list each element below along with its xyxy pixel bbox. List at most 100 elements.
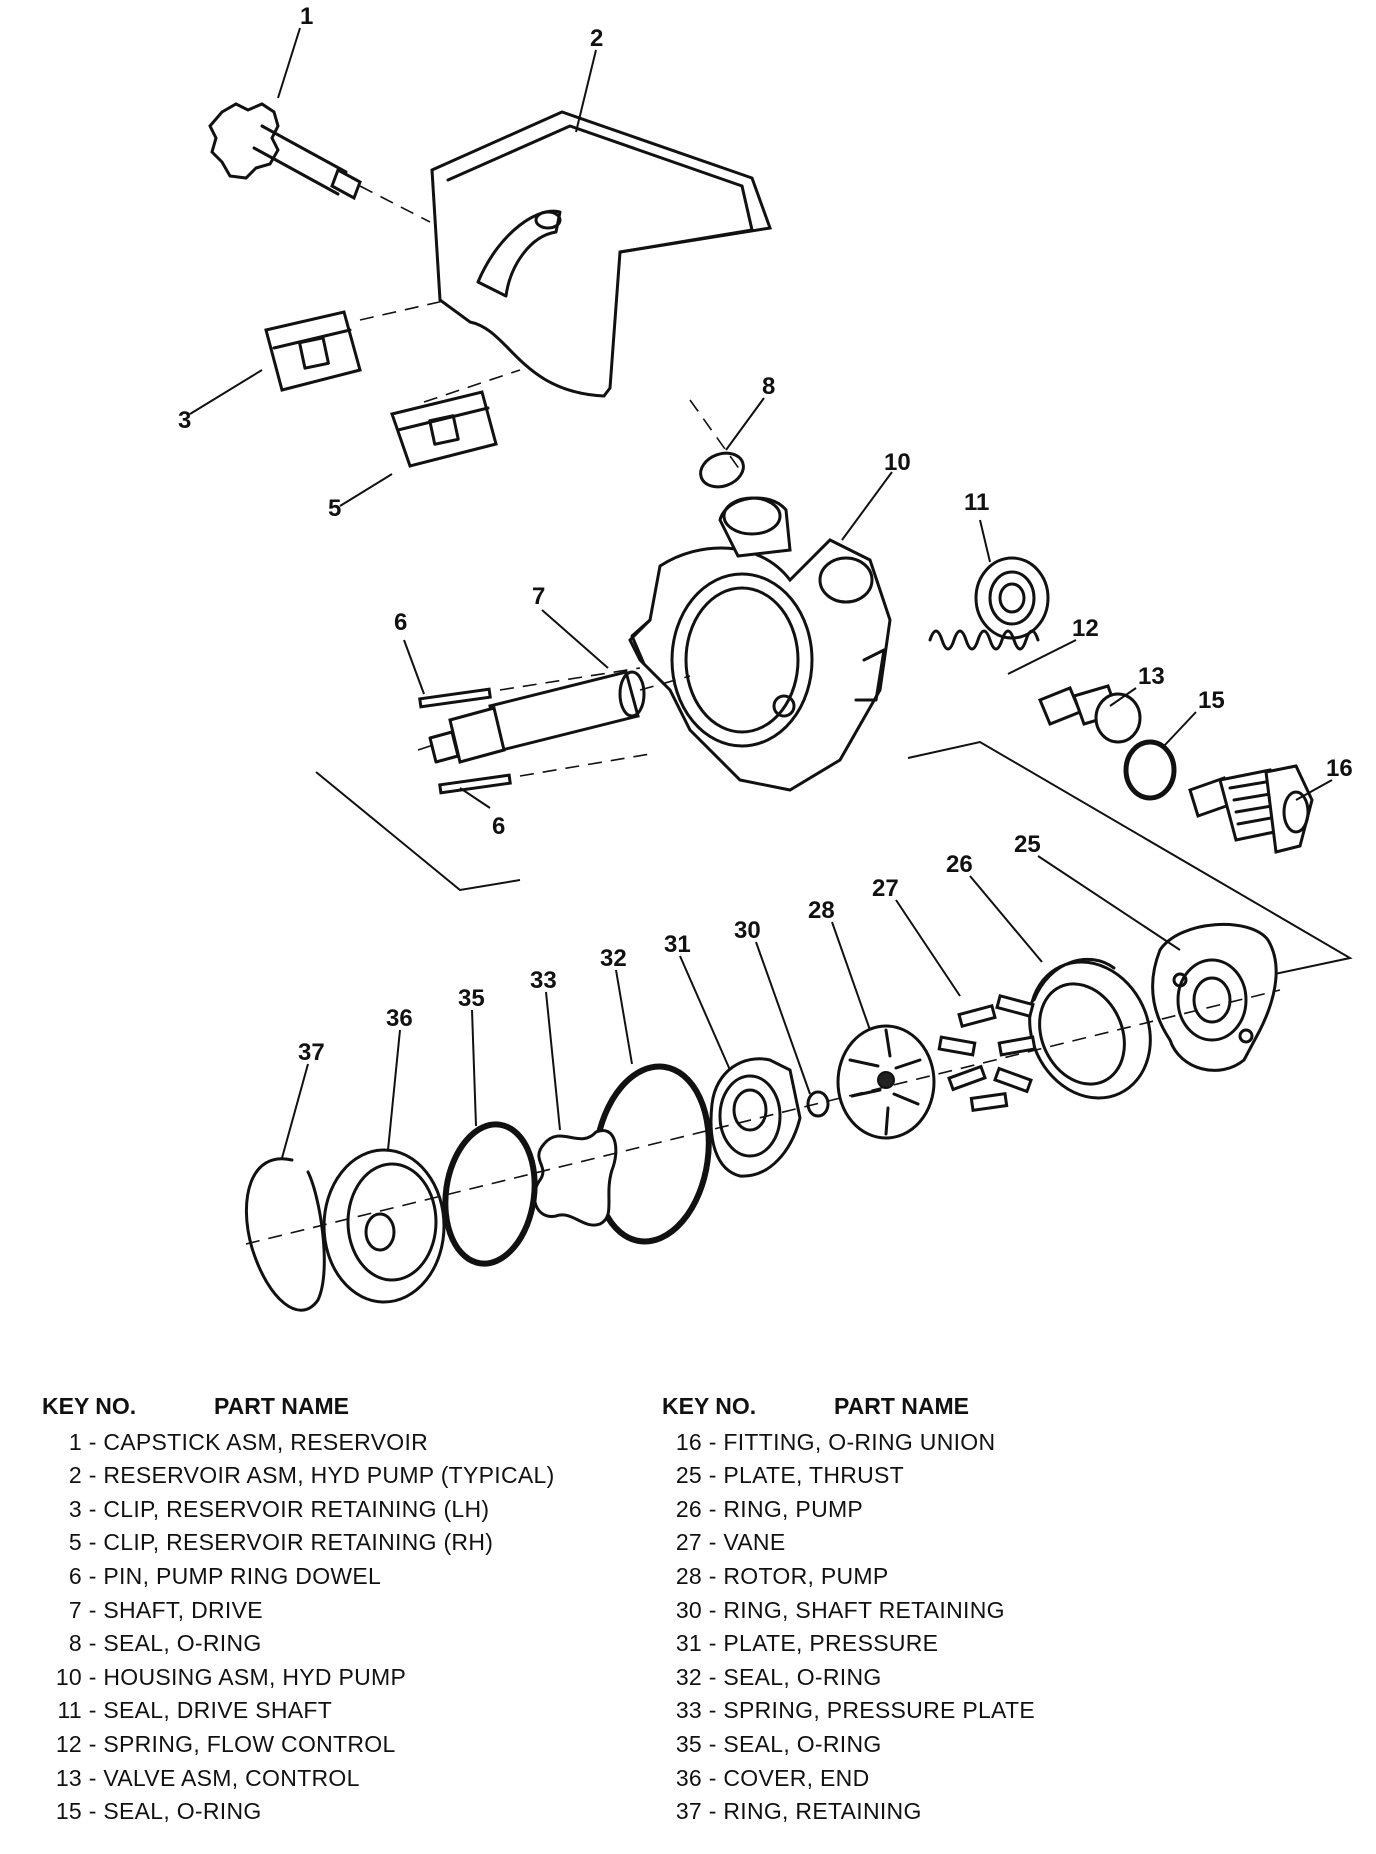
legend-header-key: KEY NO.	[42, 1393, 137, 1419]
legend-separator: -	[82, 1798, 104, 1825]
legend-key-number: 13	[55, 1764, 82, 1791]
legend-row: 10 - HOUSING ASM, HYD PUMP	[42, 1661, 642, 1695]
reservoir-part	[359, 110, 773, 471]
legend-separator: -	[82, 1462, 104, 1489]
callout-31: 31	[664, 931, 691, 958]
legend-part-name: PLATE, PRESSURE	[723, 1630, 939, 1657]
union-fitting-part	[1188, 764, 1314, 854]
legend-separator: -	[82, 1730, 104, 1757]
legend-part-name: SEAL, DRIVE SHAFT	[103, 1697, 333, 1724]
legend-key-number: 30	[675, 1596, 702, 1623]
callout-numbers: 1 2 3 5 8 10 11 12 13 15 16 6 7 6 25 26 …	[178, 3, 1353, 1066]
legend-key-number: 16	[675, 1428, 702, 1455]
legend-row: 1 - CAPSTICK ASM, RESERVOIR	[42, 1426, 642, 1460]
bracket-lower	[907, 740, 1353, 979]
legend-separator: -	[702, 1428, 724, 1455]
legend-key-number: 5	[68, 1529, 82, 1556]
legend-part-name: VALVE ASM, CONTROL	[103, 1764, 360, 1791]
exploded-parts-diagram: 1 2 3 5 8 10 11 12 13 15 16 6 7 6 25 26 …	[178, 3, 1353, 1312]
drive-shaft-part	[417, 670, 691, 764]
legend-header-key: KEY NO.	[662, 1393, 757, 1419]
legend-row: 7 - SHAFT, DRIVE	[42, 1594, 642, 1628]
callout-2: 2	[590, 25, 603, 52]
legend-part-name: SPRING, FLOW CONTROL	[103, 1730, 396, 1757]
legend-separator: -	[702, 1596, 724, 1623]
pressure-plate-part	[709, 1057, 802, 1178]
shaft-seal-part	[974, 556, 1050, 640]
legend-row: 25 - PLATE, THRUST	[662, 1459, 1322, 1493]
spring-33	[532, 1129, 618, 1227]
control-valve-part	[1038, 684, 1142, 744]
callout-16: 16	[1326, 755, 1353, 782]
callout-36: 36	[386, 1005, 413, 1032]
vanes-part	[937, 993, 1037, 1113]
legend-row: 2 - RESERVOIR ASM, HYD PUMP (TYPICAL)	[42, 1459, 642, 1493]
legend-separator: -	[82, 1529, 104, 1556]
callout-30: 30	[734, 917, 761, 944]
spring-part	[928, 629, 1040, 651]
callout-26: 26	[946, 851, 973, 878]
parts-legend-left: KEY NO. PART NAME 1 - CAPSTICK ASM, RESE…	[42, 1390, 642, 1829]
assembly-axis	[245, 989, 1281, 1245]
legend-part-name: SPRING, PRESSURE PLATE	[723, 1697, 1035, 1724]
legend-separator: -	[702, 1697, 724, 1724]
callout-11: 11	[964, 489, 989, 516]
parts-legend-right: KEY NO. PART NAME 16 - FITTING, O-RING U…	[662, 1390, 1322, 1829]
legend-separator: -	[702, 1630, 724, 1657]
legend-part-name: RING, SHAFT RETAINING	[723, 1596, 1005, 1623]
legend-row: 37 - RING, RETAINING	[662, 1795, 1322, 1829]
legend-header: KEY NO. PART NAME	[42, 1390, 642, 1424]
legend-part-name: ROTOR, PUMP	[723, 1562, 889, 1589]
legend-separator: -	[702, 1663, 724, 1690]
legend-key-number: 25	[675, 1462, 702, 1489]
legend-row: 16 - FITTING, O-RING UNION	[662, 1426, 1322, 1460]
legend-key-number: 28	[675, 1562, 702, 1589]
legend-row: 13 - VALVE ASM, CONTROL	[42, 1762, 642, 1796]
pump-ring-part	[1028, 958, 1152, 1100]
callout-10: 10	[884, 449, 911, 476]
legend-row: 11 - SEAL, DRIVE SHAFT	[42, 1694, 642, 1728]
legend-part-name: CLIP, RESERVOIR RETAINING (LH)	[103, 1495, 490, 1522]
leader-lines	[189, 27, 1333, 1159]
callout-32: 32	[600, 945, 627, 972]
legend-part-name: SEAL, O-RING	[103, 1630, 262, 1657]
legend-row: 33 - SPRING, PRESSURE PLATE	[662, 1694, 1322, 1728]
legend-row: 3 - CLIP, RESERVOIR RETAINING (LH)	[42, 1493, 642, 1527]
oring-15	[1123, 739, 1177, 801]
legend-row: 15 - SEAL, O-RING	[42, 1795, 642, 1829]
capstick-part	[208, 102, 431, 223]
legend-part-name: HOUSING ASM, HYD PUMP	[103, 1663, 407, 1690]
callout-5: 5	[328, 495, 341, 522]
legend-part-name: COVER, END	[723, 1764, 870, 1791]
callout-28: 28	[808, 897, 835, 924]
legend-separator: -	[702, 1730, 724, 1757]
legend-part-name: SEAL, O-RING	[723, 1663, 882, 1690]
callout-35: 35	[458, 985, 485, 1012]
legend-key-number: 15	[55, 1798, 82, 1825]
legend-key-number: 26	[675, 1495, 702, 1522]
legend-key-number: 35	[675, 1730, 702, 1757]
callout-1: 1	[300, 3, 313, 30]
legend-separator: -	[702, 1529, 724, 1556]
callout-7: 7	[532, 583, 545, 610]
legend-key-number: 8	[68, 1630, 82, 1657]
legend-part-name: PLATE, THRUST	[723, 1462, 905, 1489]
callout-3: 3	[178, 407, 191, 434]
legend-separator: -	[702, 1764, 724, 1791]
legend-separator: -	[82, 1596, 104, 1623]
rotor-part	[836, 1024, 936, 1140]
legend-header-name: PART NAME	[214, 1393, 350, 1419]
callout-13: 13	[1138, 663, 1165, 690]
legend-key-number: 2	[68, 1462, 82, 1489]
callout-6-bottom: 6	[492, 813, 505, 840]
legend-row: 5 - CLIP, RESERVOIR RETAINING (RH)	[42, 1526, 642, 1560]
legend-separator: -	[82, 1764, 104, 1791]
callout-8: 8	[762, 373, 775, 400]
legend-key-number: 7	[68, 1596, 82, 1623]
legend-part-name: RESERVOIR ASM, HYD PUMP (TYPICAL)	[103, 1462, 555, 1489]
legend-part-name: RING, RETAINING	[723, 1798, 922, 1825]
lh-clip-part	[264, 310, 362, 392]
legend-separator: -	[82, 1495, 104, 1522]
